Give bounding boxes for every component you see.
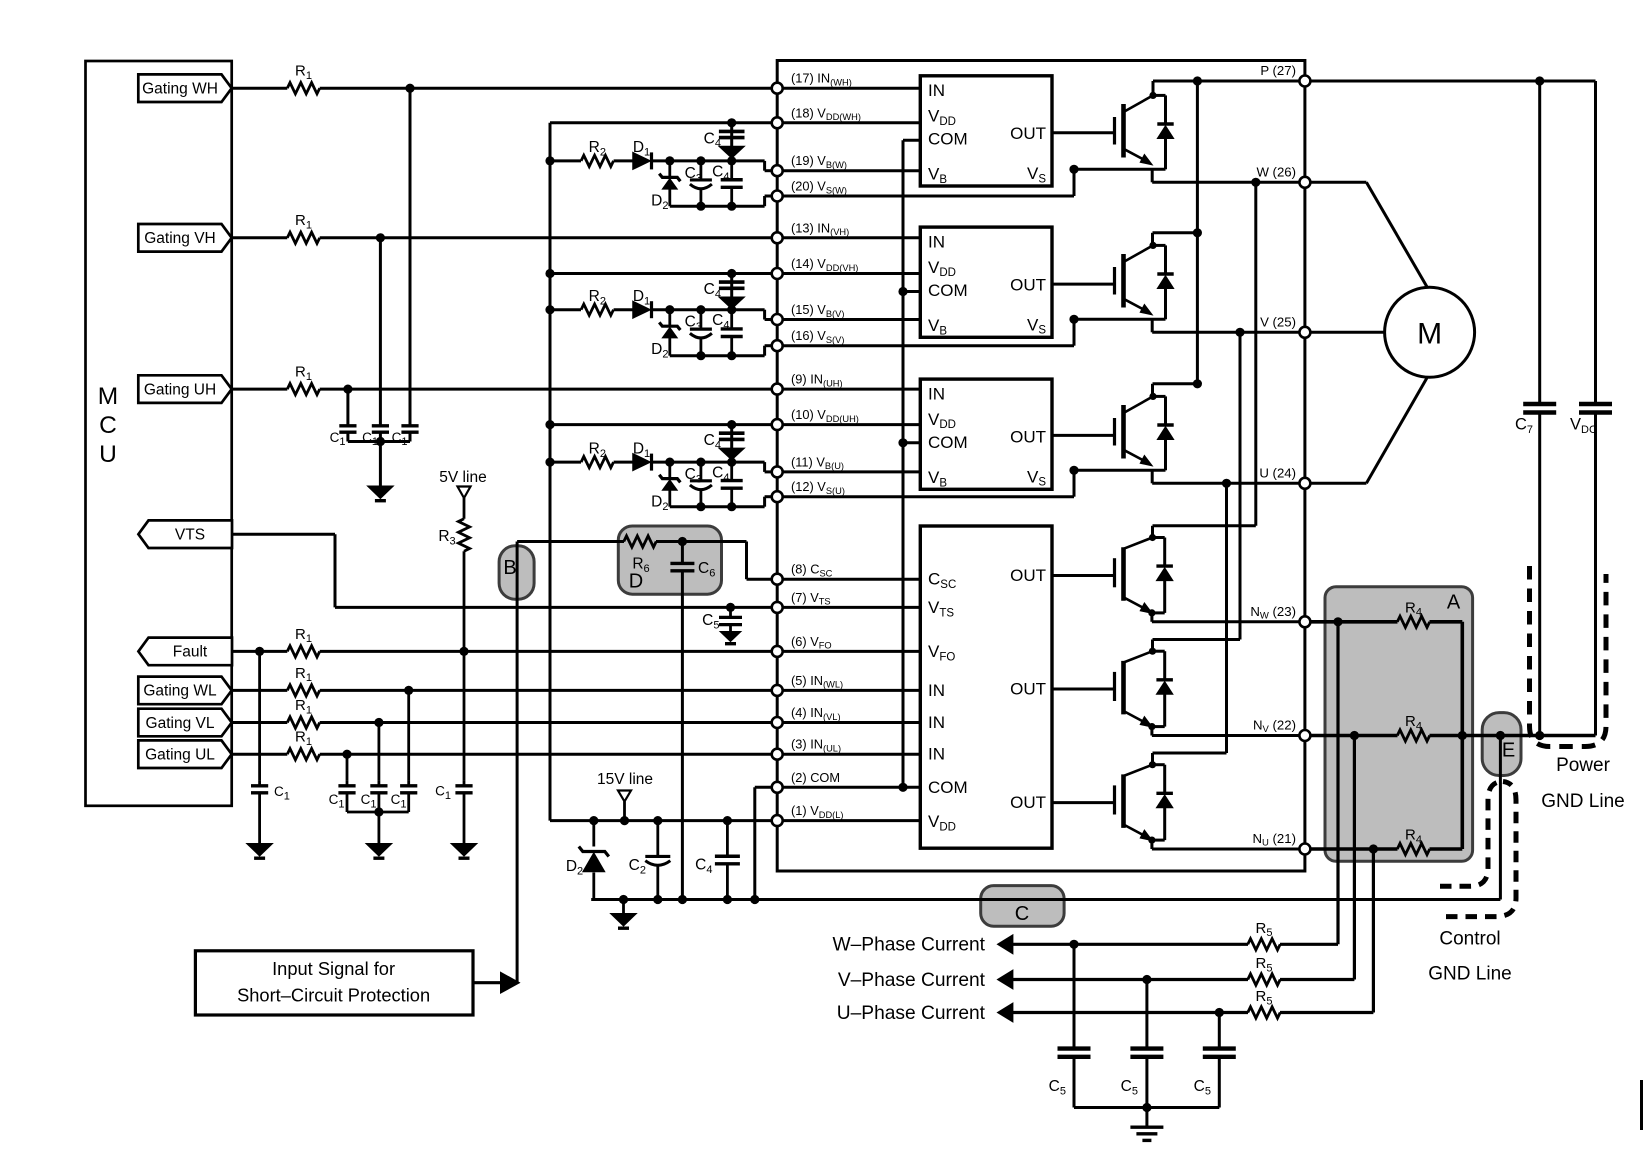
svg-text:Gating WL: Gating WL (143, 683, 217, 700)
svg-text:NV (22): NV (22) (1253, 718, 1296, 736)
svg-text:15V line: 15V line (597, 771, 653, 788)
svg-text:COM: COM (928, 778, 968, 797)
svg-text:GND Line: GND Line (1428, 964, 1511, 985)
svg-text:OUT: OUT (1010, 428, 1046, 447)
svg-text:Fault: Fault (173, 644, 208, 661)
svg-text:NU (21): NU (21) (1252, 831, 1296, 849)
svg-text:M: M (1417, 318, 1442, 351)
svg-text:VTS: VTS (175, 527, 205, 544)
svg-text:Gating UL: Gating UL (145, 747, 215, 764)
svg-text:Gating VH: Gating VH (144, 230, 216, 247)
svg-text:GND Line: GND Line (1541, 791, 1624, 812)
svg-text:Gating UH: Gating UH (144, 381, 216, 398)
svg-text:C: C (99, 412, 117, 439)
svg-text:IN: IN (928, 745, 945, 764)
svg-text:COM: COM (928, 130, 968, 149)
svg-text:IN: IN (928, 384, 945, 403)
svg-text:U–Phase Current: U–Phase Current (837, 1003, 986, 1024)
svg-text:OUT: OUT (1010, 124, 1046, 143)
svg-text:OUT: OUT (1010, 566, 1046, 585)
svg-text:P (27): P (27) (1260, 63, 1296, 78)
svg-text:OUT: OUT (1010, 680, 1046, 699)
svg-text:Control: Control (1439, 929, 1500, 950)
svg-text:COM: COM (928, 281, 968, 300)
svg-text:A: A (1447, 592, 1461, 614)
svg-text:B: B (503, 557, 516, 579)
svg-text:U (24): U (24) (1259, 465, 1296, 480)
svg-text:U: U (99, 441, 117, 468)
svg-text:COM: COM (928, 433, 968, 452)
svg-text:IN: IN (928, 713, 945, 732)
svg-text:W (26): W (26) (1256, 164, 1296, 179)
svg-text:Short–Circuit Protection: Short–Circuit Protection (237, 985, 430, 1006)
svg-text:IN: IN (928, 681, 945, 700)
svg-text:IN: IN (928, 81, 945, 100)
svg-text:Power: Power (1556, 755, 1611, 776)
svg-text:(2) COM: (2) COM (791, 770, 840, 785)
svg-text:Gating WH: Gating WH (142, 81, 218, 98)
svg-text:Input Signal for: Input Signal for (272, 958, 395, 979)
svg-text:W–Phase Current: W–Phase Current (833, 935, 986, 956)
svg-text:IN: IN (928, 232, 945, 251)
svg-text:C: C (1015, 903, 1029, 925)
svg-text:Gating VL: Gating VL (146, 715, 215, 732)
svg-text:V (25): V (25) (1260, 314, 1296, 329)
svg-text:V–Phase Current: V–Phase Current (838, 970, 986, 991)
svg-text:E: E (1502, 740, 1515, 762)
svg-text:OUT: OUT (1010, 793, 1046, 812)
svg-text:OUT: OUT (1010, 276, 1046, 295)
svg-text:D: D (629, 571, 643, 593)
svg-text:NW (23): NW (23) (1250, 604, 1296, 622)
svg-text:M: M (98, 383, 118, 410)
svg-text:5V line: 5V line (439, 469, 486, 486)
